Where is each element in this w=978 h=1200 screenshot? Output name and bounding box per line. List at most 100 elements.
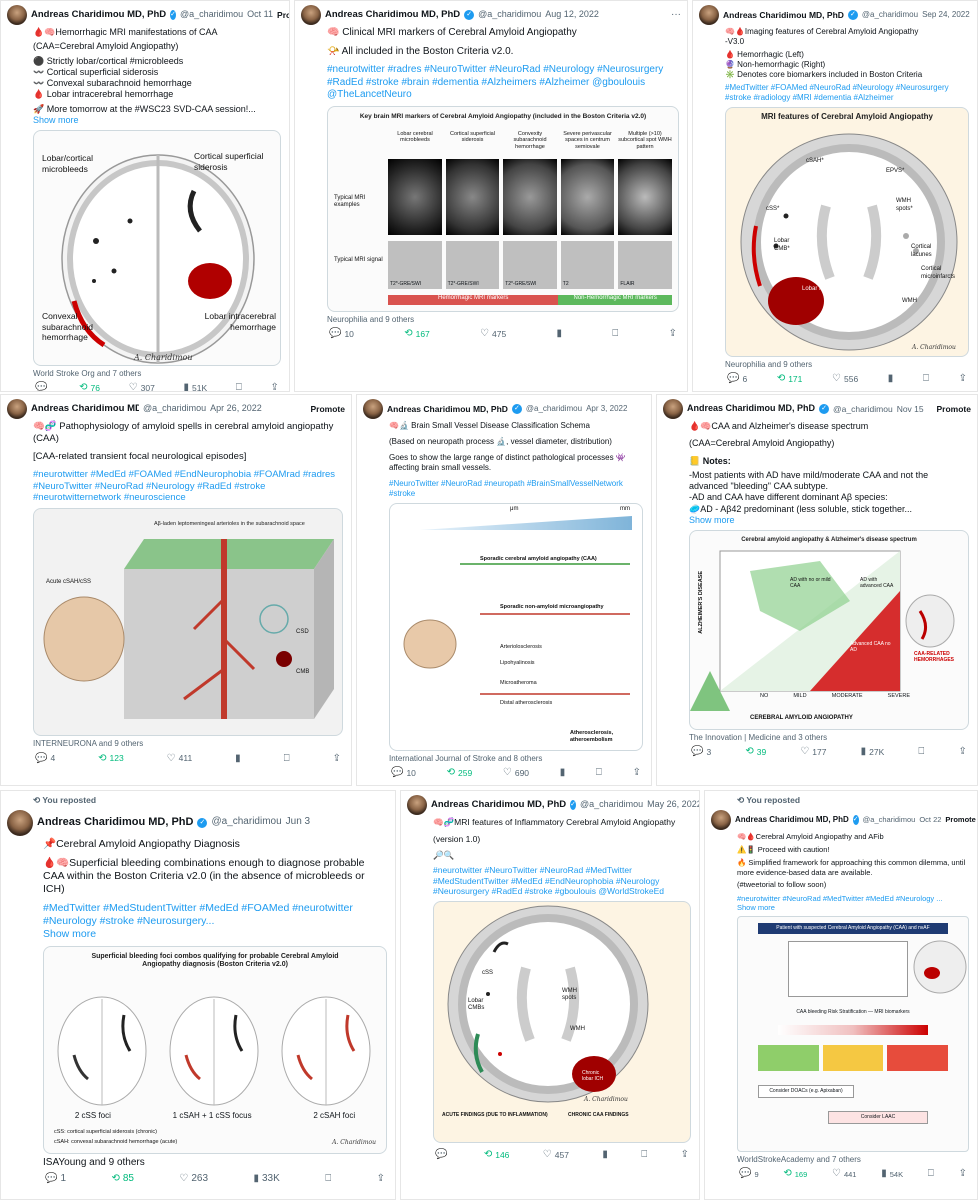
- tweet-card[interactable]: Andreas Charidimou MD, PhD ✓ @a_charidim…: [656, 394, 978, 786]
- tweet-date[interactable]: Nov 15: [896, 403, 924, 414]
- tweet-date[interactable]: Apr 26, 2022: [210, 403, 262, 414]
- hashtags[interactable]: #neurotwitter #NeuroTwitter #NeuroRad #M…: [433, 864, 665, 897]
- repost-button[interactable]: ⟲146: [483, 1149, 510, 1161]
- hashtags[interactable]: #MedTwitter #FOAMed #NeuroRad #Neurology…: [725, 83, 949, 102]
- tweet-image[interactable]: MRI features of Cerebral Amyloid Angiopa…: [725, 107, 969, 357]
- reply-button[interactable]: 💬3: [691, 746, 712, 758]
- like-button[interactable]: ♡457: [542, 1149, 569, 1161]
- promote-button[interactable]: Promote: [310, 403, 345, 414]
- tweet-image[interactable]: Aβ-laden leptomeningeal arterioles in th…: [33, 508, 343, 737]
- attribution[interactable]: ISAYoung and 9 others: [43, 1156, 145, 1168]
- like-button[interactable]: ♡690: [502, 767, 530, 779]
- promote-button[interactable]: Promote: [277, 9, 290, 20]
- author-name[interactable]: Andreas Charidimou MD, PhD: [37, 815, 194, 828]
- like-button[interactable]: ♡441: [832, 1168, 857, 1180]
- bookmark-button[interactable]: ⎕: [236, 383, 242, 391]
- attribution[interactable]: The Innovation | Medicine and 3 others: [689, 733, 828, 742]
- tweet-card[interactable]: Andreas Charidimou MD, PhD ✓ @a_charidim…: [692, 0, 978, 392]
- attribution[interactable]: Neurophilia and 9 others: [327, 314, 415, 324]
- tweet-card[interactable]: Andreas Charidimou MD, PhD ✓ @a_charidim…: [400, 790, 700, 1200]
- tweet-card[interactable]: Andreas Charidimou MD, PhD @a_charidimou…: [0, 394, 352, 786]
- repost-button[interactable]: ⟲169: [783, 1168, 808, 1180]
- avatar[interactable]: [7, 809, 33, 836]
- author-name[interactable]: Andreas Charidimou MD, PhD: [735, 814, 849, 824]
- author-handle[interactable]: @a_charidimou: [833, 403, 893, 414]
- share-button[interactable]: ⇪: [669, 328, 677, 339]
- reply-button[interactable]: 💬: [435, 1150, 450, 1160]
- tweet-image[interactable]: Superficial bleeding foci combos qualify…: [43, 945, 387, 1154]
- bookmark-button[interactable]: ⎕: [923, 374, 929, 384]
- tweet-date[interactable]: Apr 3, 2022: [586, 404, 628, 413]
- more-options-icon[interactable]: ···: [671, 8, 681, 20]
- hashtags[interactable]: #NeuroTwitter #NeuroRad #neuropath #Brai…: [389, 479, 623, 498]
- views-button[interactable]: ▮: [235, 753, 241, 764]
- repost-button[interactable]: ⟲123: [98, 752, 124, 764]
- tweet-date[interactable]: Oct 22: [919, 814, 942, 824]
- bookmark-button[interactable]: ⎕: [928, 1169, 934, 1179]
- avatar[interactable]: [7, 5, 27, 25]
- tweet-image[interactable]: Cerebral amyloid angiopathy & Alzheimer'…: [689, 530, 969, 730]
- author-handle[interactable]: @a_charidimou: [143, 403, 207, 414]
- views-button[interactable]: ▮27K: [860, 746, 885, 758]
- reply-button[interactable]: 💬10: [329, 327, 354, 339]
- author-name[interactable]: Andreas Charidimou MD, PhD: [387, 403, 508, 414]
- repost-button[interactable]: ⟲259: [446, 767, 473, 779]
- attribution[interactable]: WorldStrokeAcademy and 7 others: [737, 1155, 861, 1165]
- bookmark-button[interactable]: ⎕: [596, 768, 602, 778]
- promote-button[interactable]: Promote: [936, 403, 971, 414]
- tweet-image[interactable]: Lobar/cortical microbleeds Cortical supe…: [33, 130, 281, 366]
- views-button[interactable]: ▮54K: [881, 1168, 904, 1180]
- share-button[interactable]: ⇪: [959, 747, 967, 757]
- share-button[interactable]: ⇪: [377, 1174, 385, 1184]
- like-button[interactable]: ♡177: [800, 746, 827, 758]
- repost-button[interactable]: ⟲171: [776, 373, 803, 385]
- like-button[interactable]: ♡307: [128, 382, 155, 392]
- tweet-card[interactable]: Andreas Charidimou MD, PhD ✓ @a_charidim…: [294, 0, 688, 392]
- repost-button[interactable]: ⟲39: [745, 746, 767, 758]
- avatar[interactable]: [663, 399, 683, 419]
- share-button[interactable]: ⇪: [959, 374, 967, 384]
- promote-button[interactable]: Promote: [945, 814, 976, 824]
- tweet-image[interactable]: Key brain MRI markers of Cerebral Amyloi…: [327, 105, 679, 312]
- hashtags[interactable]: #neurotwitter #MedEd #FOAMed #EndNeuroph…: [33, 468, 336, 504]
- tweet-image[interactable]: Patient with suspected Cerebral Amyloid …: [737, 916, 969, 1153]
- tweet-image[interactable]: μm mm Sporadic cerebral amyloid angiopat…: [389, 503, 643, 751]
- author-name[interactable]: Andreas Charidimou MD, PhD: [723, 9, 844, 20]
- reply-button[interactable]: 💬10: [391, 767, 416, 779]
- bookmark-button[interactable]: ⎕: [641, 1150, 647, 1160]
- author-handle[interactable]: @a_charidimou: [580, 799, 644, 810]
- tweet-card[interactable]: Andreas Charidimou MD, PhD ✓ @a_charidim…: [356, 394, 652, 786]
- repost-button[interactable]: ⟲167: [404, 327, 430, 339]
- share-button[interactable]: ⇪: [681, 1150, 689, 1160]
- hashtags[interactable]: #neurotwitter #NeuroRad #MedTwitter #Med…: [737, 893, 943, 903]
- bookmark-button[interactable]: ⎕: [612, 328, 618, 339]
- author-name[interactable]: Andreas Charidimou MD, PhD: [31, 9, 167, 21]
- author-name[interactable]: Andreas Charidimou MD, PhD: [325, 9, 461, 21]
- tweet-date[interactable]: Oct 11: [247, 9, 274, 20]
- like-button[interactable]: ♡411: [166, 752, 193, 764]
- author-handle[interactable]: @a_charidimou: [478, 9, 542, 20]
- reply-button[interactable]: 💬9: [739, 1168, 759, 1180]
- tweet-image[interactable]: cSS Lobar CMBs WMH spots WMH Chronic lob…: [433, 900, 691, 1143]
- tweet-date[interactable]: Sep 24, 2022: [922, 10, 970, 19]
- tweet-card[interactable]: ⟲ You reposted Andreas Charidimou MD, Ph…: [704, 790, 978, 1200]
- views-button[interactable]: ▮: [888, 374, 894, 384]
- author-name[interactable]: Andreas Charidimou MD, PhD: [431, 799, 567, 811]
- tweet-date[interactable]: Jun 3: [285, 816, 311, 828]
- bookmark-button[interactable]: ⎕: [918, 747, 924, 757]
- tweet-date[interactable]: May 26, 2022: [647, 799, 700, 810]
- views-button[interactable]: ▮: [557, 328, 563, 339]
- avatar[interactable]: [407, 795, 427, 815]
- author-name[interactable]: Andreas Charidimou MD, PhD: [31, 403, 139, 415]
- attribution[interactable]: International Journal of Stroke and 8 ot…: [389, 754, 543, 763]
- show-more-link[interactable]: Show more: [43, 928, 97, 941]
- bookmark-button[interactable]: ⎕: [325, 1174, 331, 1184]
- views-button[interactable]: ▮51K: [183, 382, 208, 392]
- tweet-card[interactable]: Andreas Charidimou MD, PhD ✓ @a_charidim…: [0, 0, 290, 392]
- views-button[interactable]: ▮: [560, 768, 566, 778]
- author-handle[interactable]: @a_charidimou: [180, 9, 244, 20]
- avatar[interactable]: [301, 5, 321, 25]
- attribution[interactable]: Neurophilia and 9 others: [725, 360, 813, 369]
- reply-button[interactable]: 💬6: [727, 373, 748, 385]
- show-more-link[interactable]: Show more: [33, 114, 79, 125]
